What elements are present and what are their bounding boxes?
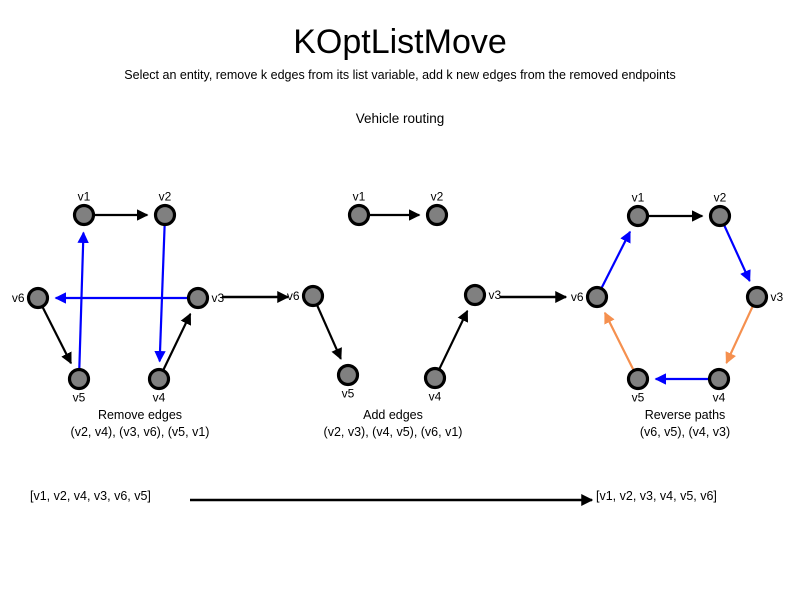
node-v2[interactable]: v2 — [708, 191, 732, 228]
page-subtitle: Select an entity, remove k edges from it… — [124, 68, 676, 82]
edge-v6-v1 — [600, 230, 631, 289]
node-label-v5: v5 — [632, 391, 645, 405]
node-label-v1: v1 — [78, 190, 91, 204]
edge-v5-v1 — [77, 231, 89, 369]
section-label: Vehicle routing — [355, 111, 445, 126]
node-v3[interactable]: v3 — [745, 285, 784, 309]
edge-v2-v3 — [723, 225, 751, 282]
node-circle-v6[interactable] — [585, 285, 609, 309]
node-label-v2: v2 — [431, 190, 444, 204]
node-circle-v2[interactable] — [708, 204, 732, 228]
edge-v3-v4 — [725, 306, 754, 364]
node-circle-v3[interactable] — [745, 285, 769, 309]
node-circle-v1[interactable] — [347, 203, 371, 227]
node-v4[interactable]: v4 — [147, 367, 171, 405]
edge-v5-v6 — [603, 311, 635, 371]
node-label-v3: v3 — [212, 291, 225, 305]
node-v4[interactable]: v4 — [707, 367, 731, 405]
edge-v6-v5 — [316, 305, 342, 360]
node-circle-v4[interactable] — [147, 367, 171, 391]
caption-line-1: Reverse paths — [644, 408, 726, 422]
node-label-v6: v6 — [287, 289, 300, 303]
node-label-v4: v4 — [153, 391, 166, 405]
node-label-v1: v1 — [353, 190, 366, 204]
node-circle-v1[interactable] — [72, 203, 96, 227]
panel-caption-reverse-paths: Reverse paths (v6, v5), (v4, v3) — [570, 407, 800, 441]
node-v6[interactable]: v6 — [287, 284, 325, 308]
node-circle-v2[interactable] — [425, 203, 449, 227]
node-v2[interactable]: v2 — [153, 190, 177, 227]
panel-caption-remove-edges: Remove edges (v2, v4), (v3, v6), (v5, v1… — [0, 407, 280, 441]
node-circle-v6[interactable] — [301, 284, 325, 308]
node-v5[interactable]: v5 — [626, 367, 650, 405]
node-v6[interactable]: v6 — [12, 286, 50, 310]
page-title: KOptListMove — [293, 23, 507, 61]
edge-v4-v3 — [162, 312, 192, 371]
node-label-v2: v2 — [714, 191, 727, 205]
nodes-layer: v1 v2 v3 v4 v5 v6 v1 v2 v3 v4 v5 v6 v1 v2 v3 v4 v5 v6 — [12, 190, 784, 405]
node-v1[interactable]: v1 — [626, 191, 650, 228]
node-v2[interactable]: v2 — [425, 190, 449, 227]
caption-line-1: Add edges — [363, 408, 423, 422]
node-v6[interactable]: v6 — [571, 285, 609, 309]
list-transition-row: [v1, v2, v4, v3, v6, v5] [v1, v2, v3, v4… — [0, 488, 800, 518]
node-circle-v5[interactable] — [67, 367, 91, 391]
panel-caption-add-edges: Add edges (v2, v3), (v4, v5), (v6, v1) — [268, 407, 518, 441]
node-label-v6: v6 — [571, 290, 584, 304]
node-v3[interactable]: v3 — [186, 286, 225, 310]
node-circle-v5[interactable] — [336, 363, 360, 387]
edge-v6-v5 — [41, 306, 72, 365]
node-label-v3: v3 — [771, 290, 784, 304]
node-label-v3: v3 — [489, 288, 502, 302]
node-circle-v1[interactable] — [626, 204, 650, 228]
node-v5[interactable]: v5 — [336, 363, 360, 401]
caption-line-2: (v6, v5), (v4, v3) — [639, 425, 731, 439]
caption-line-2: (v2, v4), (v3, v6), (v5, v1) — [70, 425, 210, 439]
edge-v2-v4 — [154, 225, 166, 363]
node-label-v5: v5 — [342, 387, 355, 401]
list-before: [v1, v2, v4, v3, v6, v5] — [30, 489, 151, 503]
node-v1[interactable]: v1 — [347, 190, 371, 227]
node-circle-v3[interactable] — [186, 286, 210, 310]
node-label-v1: v1 — [632, 191, 645, 205]
node-v1[interactable]: v1 — [72, 190, 96, 227]
node-label-v2: v2 — [159, 190, 172, 204]
node-label-v5: v5 — [73, 391, 86, 405]
list-after: [v1, v2, v3, v4, v5, v6] — [596, 489, 717, 503]
node-label-v4: v4 — [713, 391, 726, 405]
caption-line-2: (v2, v3), (v4, v5), (v6, v1) — [323, 425, 463, 439]
node-circle-v4[interactable] — [707, 367, 731, 391]
edges-layer — [41, 209, 754, 385]
node-label-v4: v4 — [429, 390, 442, 404]
caption-line-1: Remove edges — [97, 408, 183, 422]
node-circle-v6[interactable] — [26, 286, 50, 310]
node-v4[interactable]: v4 — [423, 366, 447, 404]
node-circle-v5[interactable] — [626, 367, 650, 391]
node-circle-v3[interactable] — [463, 283, 487, 307]
node-circle-v2[interactable] — [153, 203, 177, 227]
node-circle-v4[interactable] — [423, 366, 447, 390]
node-v3[interactable]: v3 — [463, 283, 502, 307]
node-label-v6: v6 — [12, 291, 25, 305]
node-v5[interactable]: v5 — [67, 367, 91, 405]
edge-v4-v3 — [438, 309, 469, 370]
